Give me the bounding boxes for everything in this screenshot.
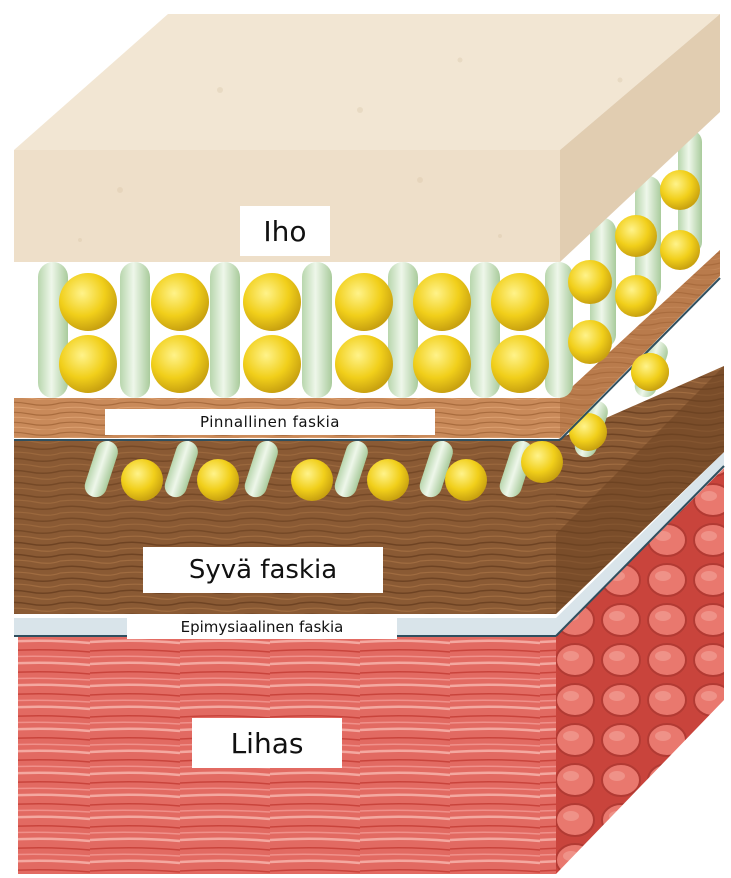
label-epimysial-fascia: Epimysiaalinen faskia [127, 615, 397, 639]
label-superficial-fascia: Pinnallinen faskia [105, 409, 435, 435]
label-deep-fascia: Syvä faskia [143, 547, 383, 593]
label-skin: Iho [240, 206, 330, 256]
label-muscle: Lihas [192, 718, 342, 768]
